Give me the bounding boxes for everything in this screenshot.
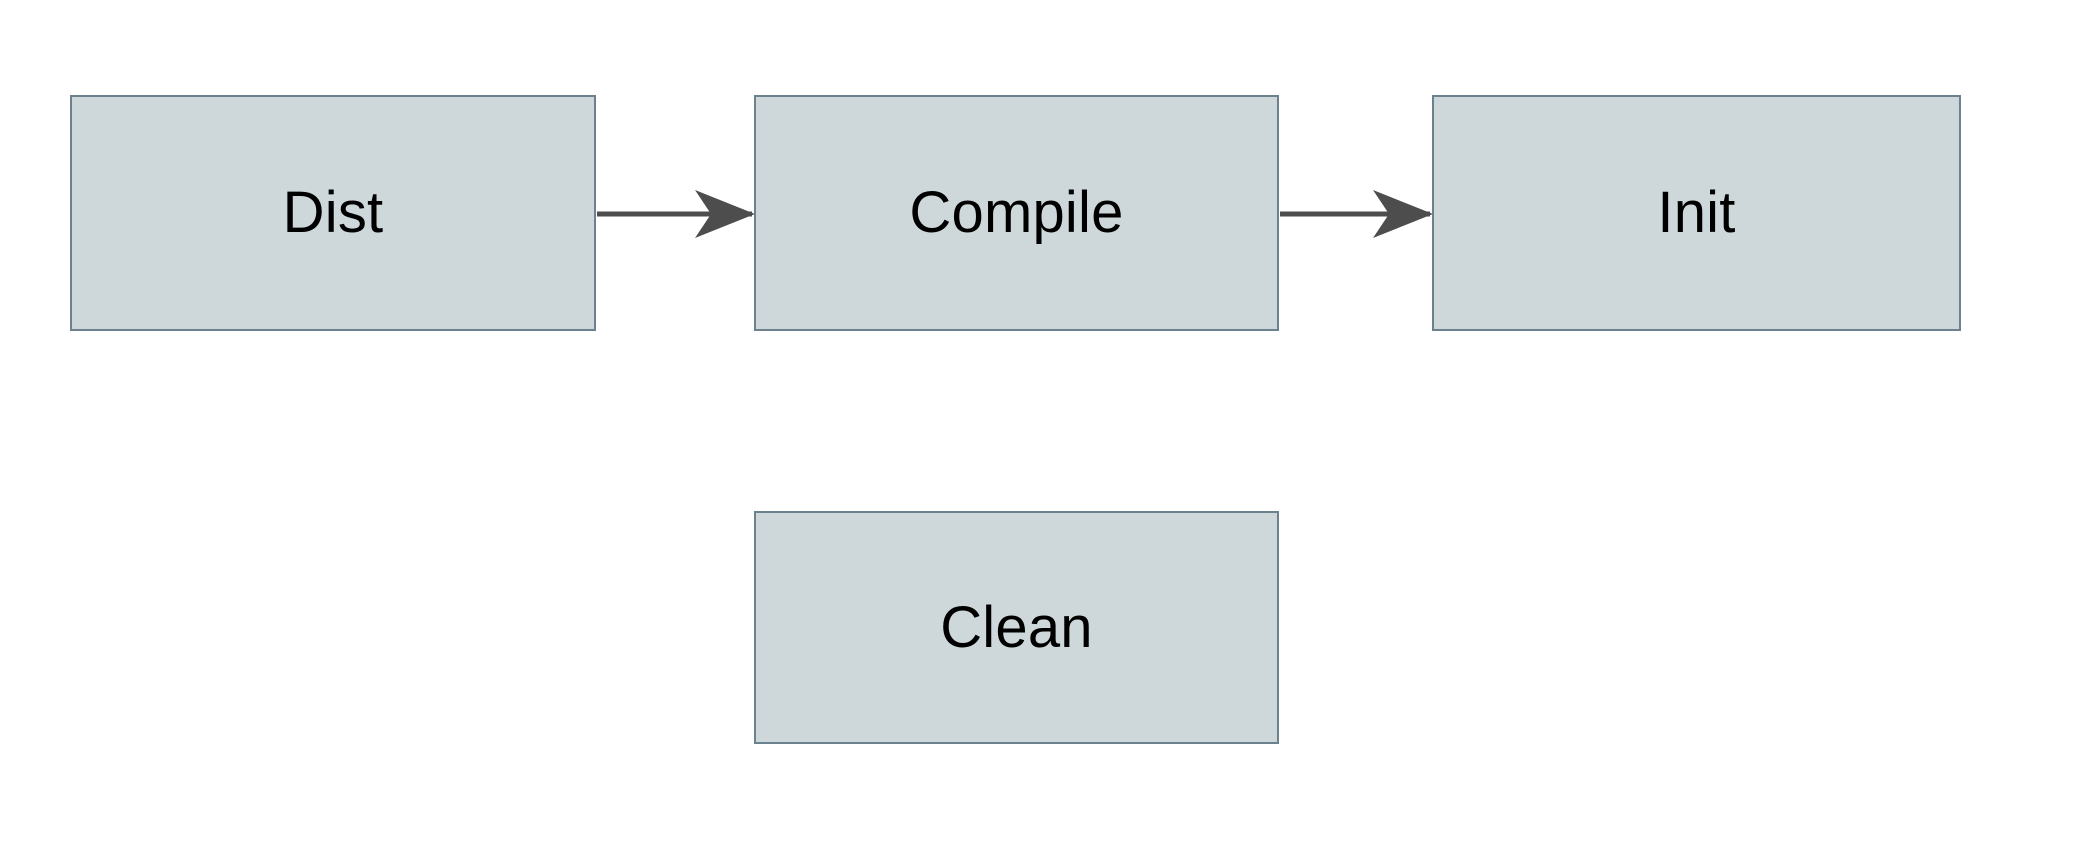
node-clean-label: Clean	[940, 594, 1093, 660]
node-clean[interactable]: Clean	[754, 511, 1279, 744]
node-compile[interactable]: Compile	[754, 95, 1279, 331]
node-init-label: Init	[1657, 180, 1736, 245]
node-compile-label: Compile	[909, 180, 1124, 245]
node-dist[interactable]: Dist	[70, 95, 596, 331]
node-init[interactable]: Init	[1432, 95, 1961, 331]
node-dist-label: Dist	[282, 180, 384, 245]
